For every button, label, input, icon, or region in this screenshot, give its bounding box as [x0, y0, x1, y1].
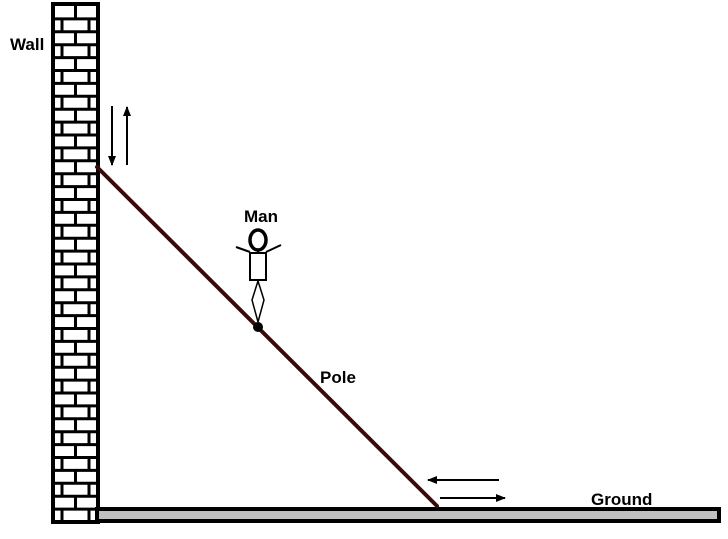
man-head — [248, 228, 268, 252]
pole-label: Pole — [320, 368, 356, 387]
man-figure — [235, 228, 282, 332]
wall-label: Wall — [10, 35, 44, 54]
man-right-arm — [265, 244, 282, 253]
man-legs — [251, 278, 265, 325]
wall-bricks — [55, 6, 96, 520]
ground — [95, 507, 721, 523]
brick-wall — [51, 2, 100, 524]
man-left-arm — [235, 246, 251, 253]
pole — [95, 165, 439, 508]
ground-label: Ground — [591, 490, 652, 509]
man-feet-contact-point — [253, 322, 263, 332]
man-label: Man — [244, 207, 278, 226]
man-body — [249, 252, 267, 281]
